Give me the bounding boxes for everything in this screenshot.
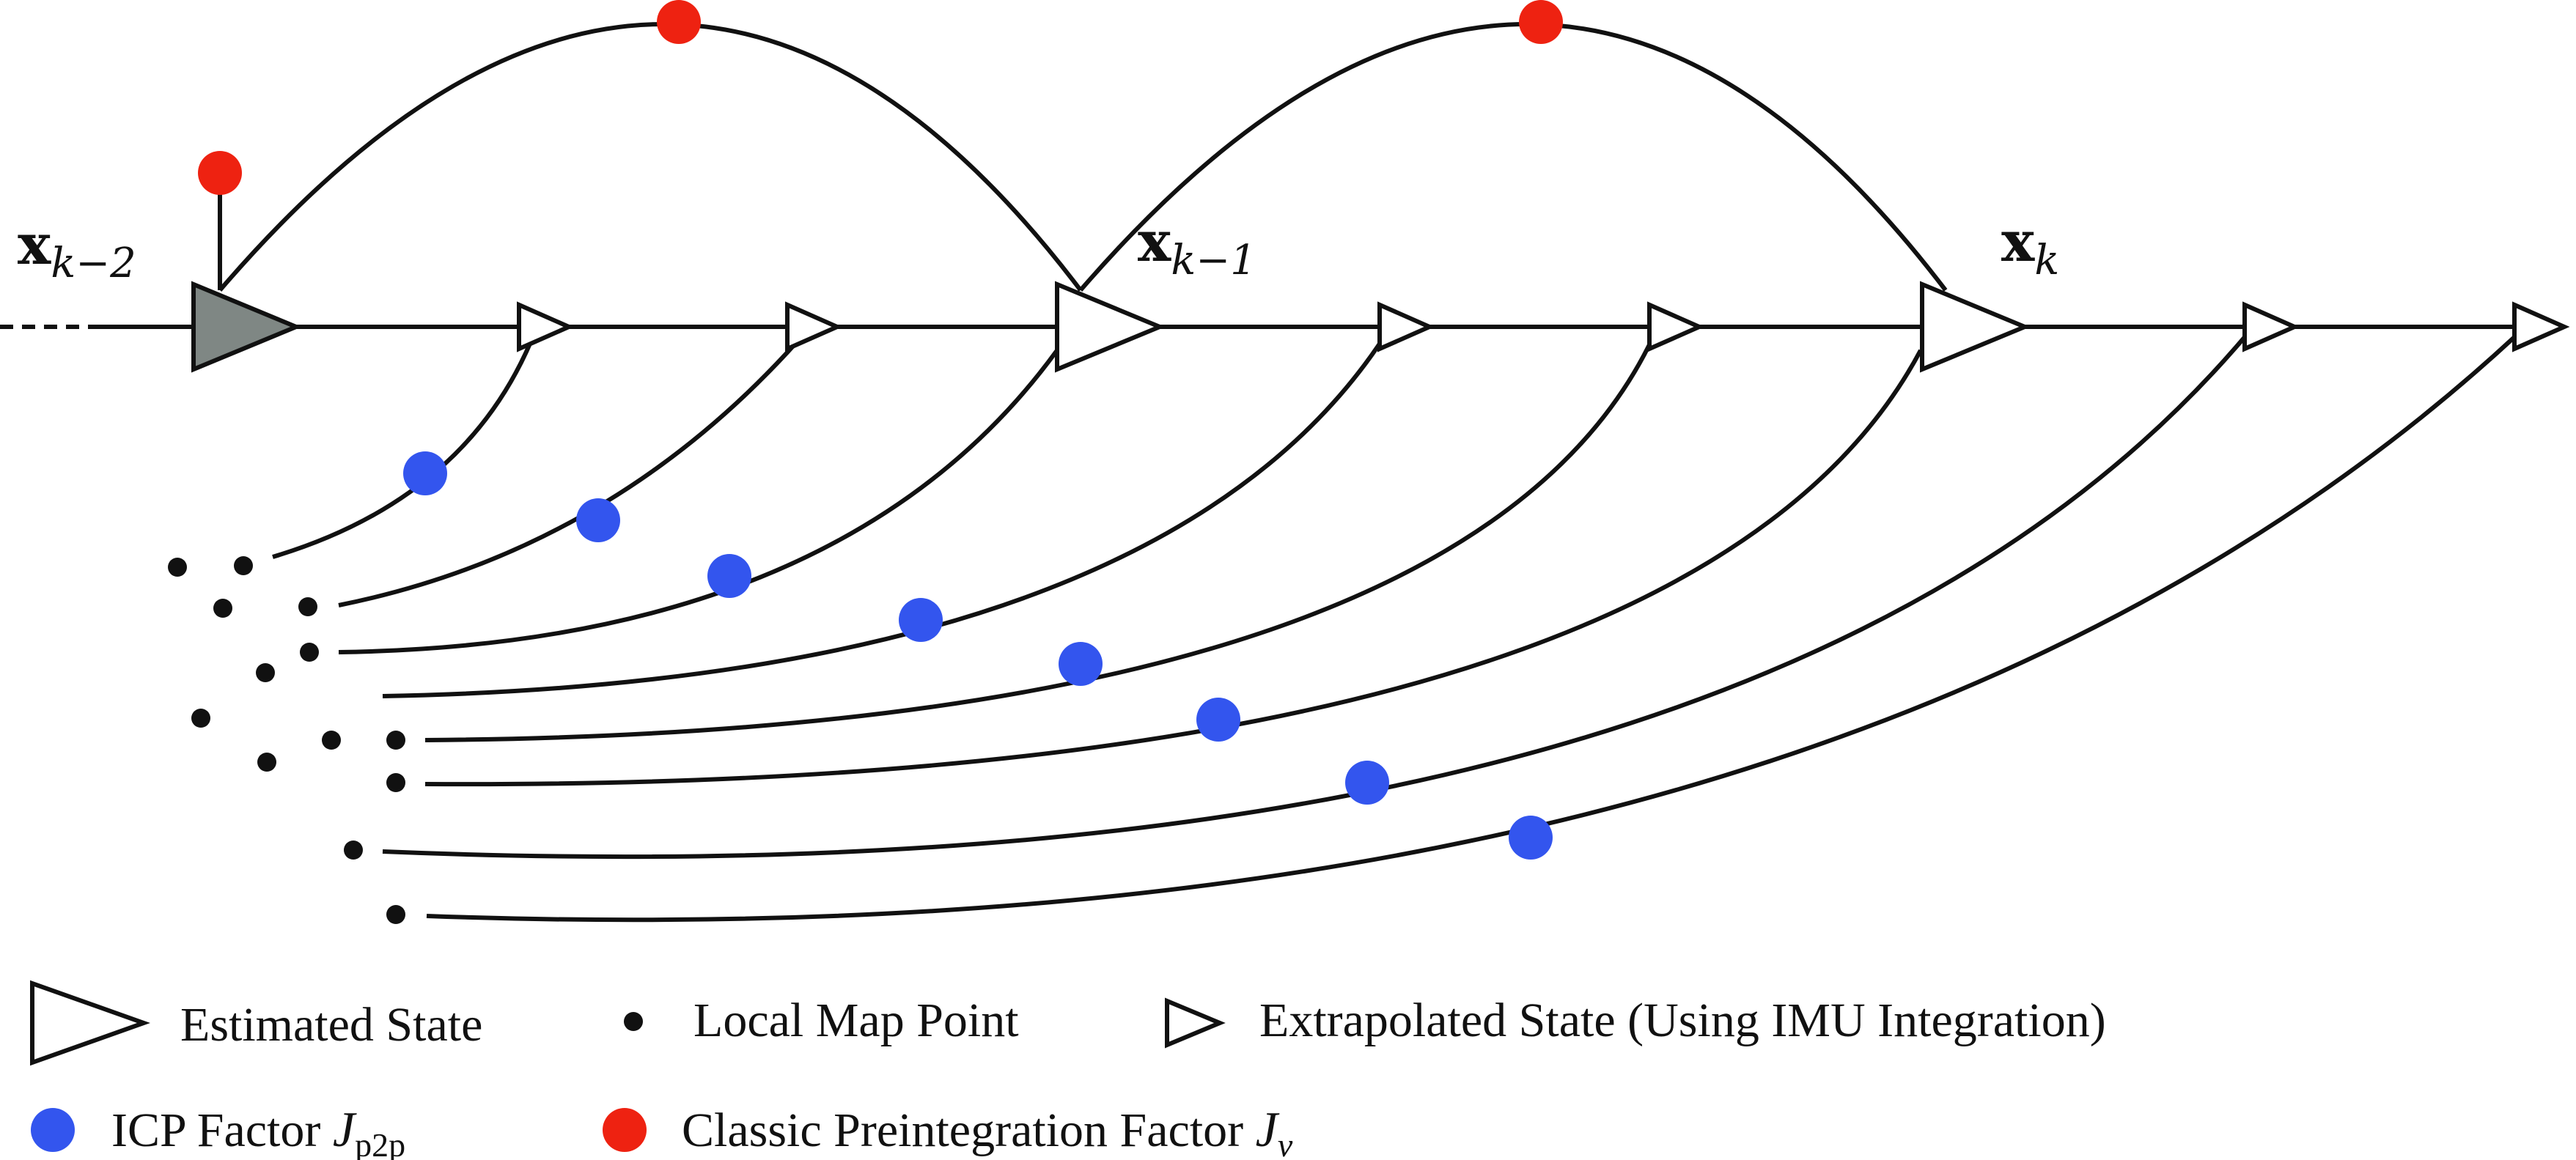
preintegration-factor-2 [1519, 0, 1563, 44]
icp-curve-6 [424, 349, 1923, 787]
preintegration-arcs [218, 22, 1948, 292]
map-point [300, 643, 319, 662]
map-point [386, 905, 405, 924]
icp-curve-3 [338, 349, 1059, 654]
map-point [298, 597, 317, 616]
estimated-state-k [1920, 281, 2031, 373]
map-point [256, 663, 275, 682]
legend-preint-sub: v [1278, 1126, 1293, 1160]
icp-factor-2 [576, 498, 620, 542]
legend-estimated-state-label: Estimated State [180, 998, 482, 1052]
icp-curve-1 [272, 330, 537, 559]
preintegration-factors [198, 0, 1563, 195]
map-point [322, 731, 341, 750]
legend-extrapolated-state-icon [1165, 997, 1226, 1049]
legend-icp-factor-icon [31, 1108, 75, 1152]
local-map-points [168, 556, 405, 924]
legend-icp-sub: p2p [355, 1126, 405, 1160]
extrapolated-state-3 [1377, 301, 1435, 352]
icp-curves [272, 330, 2517, 923]
map-point [386, 773, 405, 792]
state-symbol: x [2001, 209, 2035, 274]
state-subscript: k [2034, 237, 2059, 284]
estimated-states [191, 281, 2031, 373]
map-point [257, 753, 276, 772]
state-subscript: k−1 [1171, 237, 1256, 284]
legend-preintegration-icon [603, 1108, 647, 1152]
icp-curve-7 [382, 336, 2247, 860]
icp-curve-4 [382, 336, 1386, 698]
legend-icp-factor-label: ICP Factor Jp2p [111, 1101, 405, 1160]
icp-factors [403, 451, 1553, 860]
legend-estimated-state-icon [30, 980, 150, 1066]
map-point [234, 556, 253, 575]
map-point [168, 558, 187, 577]
icp-factor-5 [1059, 642, 1103, 686]
icp-factor-7 [1345, 761, 1389, 805]
icp-factor-4 [899, 598, 943, 642]
legend: Estimated State Local Map Point Extrapol… [30, 980, 2106, 1160]
map-point [344, 841, 363, 860]
legend-preint-math: J [1256, 1101, 1280, 1157]
state-symbol: x [1138, 209, 1171, 274]
state-label-k-2: xk−2 [18, 212, 136, 287]
estimated-state-k-1 [1055, 281, 1166, 373]
extrapolated-state-1 [517, 301, 575, 352]
extrapolated-state-2 [785, 301, 843, 352]
state-label-k-1: xk−1 [1138, 209, 1256, 284]
map-point [386, 731, 405, 750]
icp-curve-5 [424, 336, 1655, 742]
state-symbol: x [18, 212, 51, 277]
state-subscript: k−2 [51, 240, 136, 287]
icp-factor-6 [1196, 698, 1240, 742]
legend-map-point-label: Local Map Point [693, 994, 1019, 1047]
preintegration-factor-prior [198, 151, 242, 195]
legend-icp-text: ICP Factor [111, 1104, 333, 1157]
extrapolated-state-6 [2512, 301, 2570, 352]
icp-factor-3 [707, 554, 751, 598]
map-point [191, 709, 210, 728]
legend-extrapolated-state-label: Extrapolated State (Using IMU Integratio… [1259, 994, 2106, 1047]
legend-map-point-icon [624, 1012, 643, 1031]
legend-preintegration-label: Classic Preintegration Factor Jv [682, 1101, 1293, 1160]
map-point [213, 599, 232, 618]
estimated-state-k-2 [191, 281, 302, 373]
extrapolated-states [517, 301, 2570, 352]
legend-preint-text: Classic Preintegration Factor [682, 1104, 1256, 1157]
legend-icp-math: J [333, 1101, 357, 1157]
state-label-k: xk [2001, 209, 2059, 284]
preintegration-factor-1 [657, 0, 701, 44]
extrapolated-state-5 [2242, 301, 2300, 352]
icp-factor-1 [403, 451, 447, 495]
icp-factor-8 [1509, 816, 1553, 860]
extrapolated-state-4 [1647, 301, 1705, 352]
preintegration-arc-1 [218, 22, 1083, 292]
icp-curve-8 [426, 335, 2517, 923]
